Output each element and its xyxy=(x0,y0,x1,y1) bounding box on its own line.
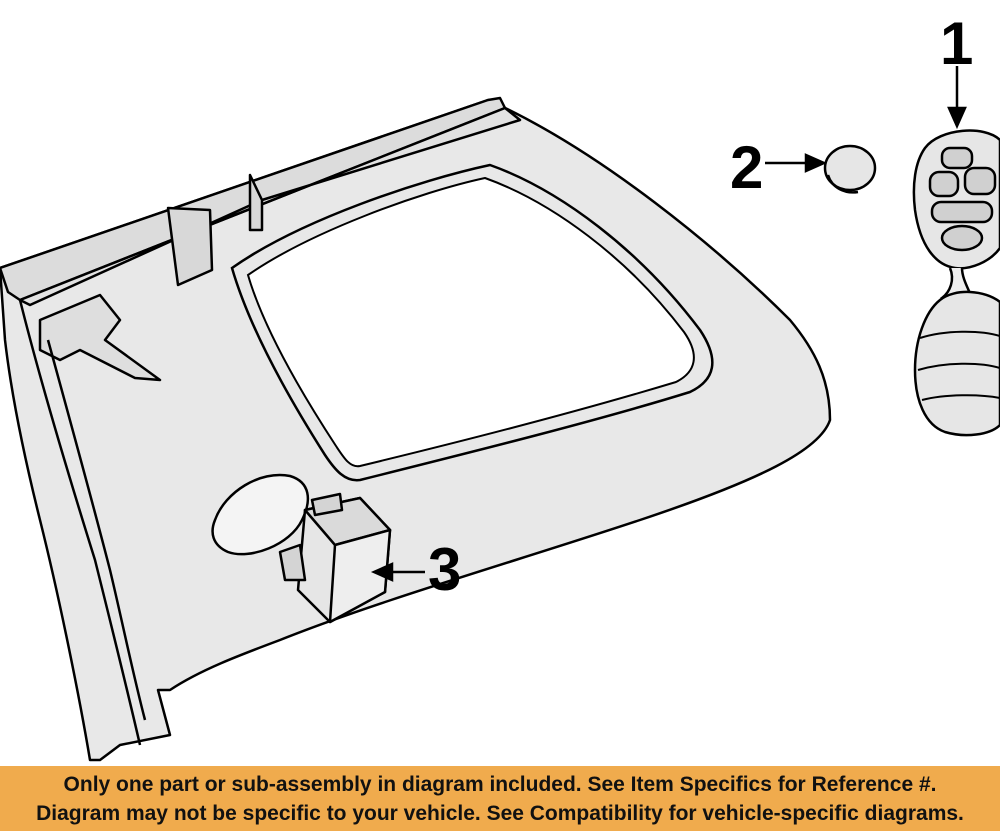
callout-1: 1 xyxy=(940,10,974,77)
trim-panel-inner-edge-2 xyxy=(46,339,147,721)
part-2-battery xyxy=(823,144,877,194)
arrow-3-head xyxy=(370,562,394,582)
arrow-2-head xyxy=(804,153,828,173)
arrow-1-head xyxy=(947,106,967,130)
parts-diagram-svg xyxy=(0,66,1000,762)
disclaimer-line-2: Diagram may not be specific to your vehi… xyxy=(36,802,964,825)
trim-panel-inner-edge xyxy=(18,299,142,746)
trim-panel-channel-2 xyxy=(248,173,264,232)
window-glass xyxy=(246,176,695,468)
callout-3: 3 xyxy=(428,536,462,603)
part-3-module xyxy=(278,492,392,624)
parts-diagram: 1 2 3 xyxy=(0,10,1000,762)
trim-panel-left-bracket xyxy=(38,293,162,382)
storage-pocket xyxy=(211,473,310,556)
leader-arrows xyxy=(370,66,967,582)
callout-2: 2 xyxy=(730,134,764,201)
disclaimer-line-1: Only one part or sub-assembly in diagram… xyxy=(63,773,937,796)
disclaimer-banner: Only one part or sub-assembly in diagram… xyxy=(0,766,1000,831)
trim-panel-top-ledge-2 xyxy=(18,106,522,307)
trim-panel-channel xyxy=(166,206,214,287)
part-1-transmitter xyxy=(912,129,1000,437)
